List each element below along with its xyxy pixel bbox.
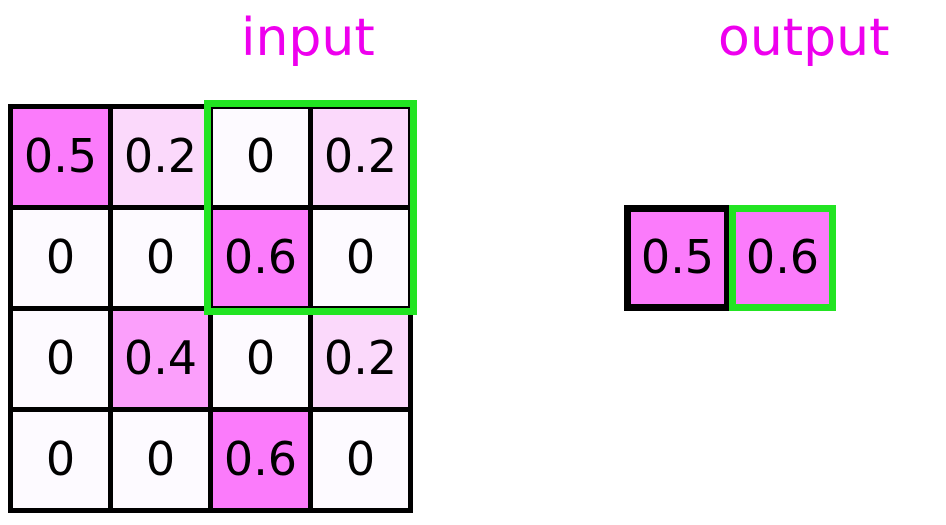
input-cell-r3-c0[interactable]: 0: [8, 407, 113, 513]
input-cell-r3-c2[interactable]: 0.6: [208, 407, 313, 513]
output-grid: 0.5 0.6: [624, 205, 836, 311]
input-cell-value: 0.2: [323, 330, 398, 385]
output-cell-value: 0.6: [745, 229, 820, 284]
input-cell-r1-c2[interactable]: 0.6: [208, 205, 313, 311]
input-cell-r1-c0[interactable]: 0: [8, 205, 113, 311]
input-cell-r1-c1[interactable]: 0: [108, 205, 213, 311]
input-cell-r2-c0[interactable]: 0: [8, 306, 113, 412]
input-cell-value: 0: [45, 229, 76, 284]
input-cell-value: 0: [345, 431, 376, 486]
input-title: input: [241, 8, 375, 68]
input-cell-value: 0: [45, 330, 76, 385]
input-cell-r3-c1[interactable]: 0: [108, 407, 213, 513]
input-grid: 0.5 0.2 0 0.2 0 0 0.6 0 0 0.4 0 0.2 0 0 0.6 0: [8, 100, 417, 513]
input-cell-r1-c3[interactable]: 0: [308, 205, 413, 311]
input-cell-value: 0.6: [223, 229, 298, 284]
input-cell-r0-c0[interactable]: 0.5: [8, 104, 113, 210]
input-cell-value: 0.4: [123, 330, 198, 385]
output-cell-value: 0.5: [640, 229, 715, 284]
input-cell-r3-c3[interactable]: 0: [308, 407, 413, 513]
input-cell-value: 0.5: [23, 128, 98, 183]
input-cell-r2-c1[interactable]: 0.4: [108, 306, 213, 412]
output-cell-r0-c1[interactable]: 0.6: [729, 205, 836, 311]
input-cell-r0-c1[interactable]: 0.2: [108, 104, 213, 210]
input-cell-value: 0: [245, 128, 276, 183]
input-cell-value: 0: [45, 431, 76, 486]
input-cell-r2-c3[interactable]: 0.2: [308, 306, 413, 412]
input-cell-value: 0.2: [323, 128, 398, 183]
output-title: output: [718, 8, 890, 68]
input-cell-value: 0: [145, 431, 176, 486]
input-cell-value: 0: [245, 330, 276, 385]
input-cell-r2-c2[interactable]: 0: [208, 306, 313, 412]
input-cell-value: 0.2: [123, 128, 198, 183]
output-cell-r0-c0[interactable]: 0.5: [624, 205, 731, 311]
input-cell-r0-c3[interactable]: 0.2: [308, 104, 413, 210]
input-cell-value: 0.6: [223, 431, 298, 486]
input-cell-value: 0: [145, 229, 176, 284]
input-cell-value: 0: [345, 229, 376, 284]
input-cell-r0-c2[interactable]: 0: [208, 104, 313, 210]
